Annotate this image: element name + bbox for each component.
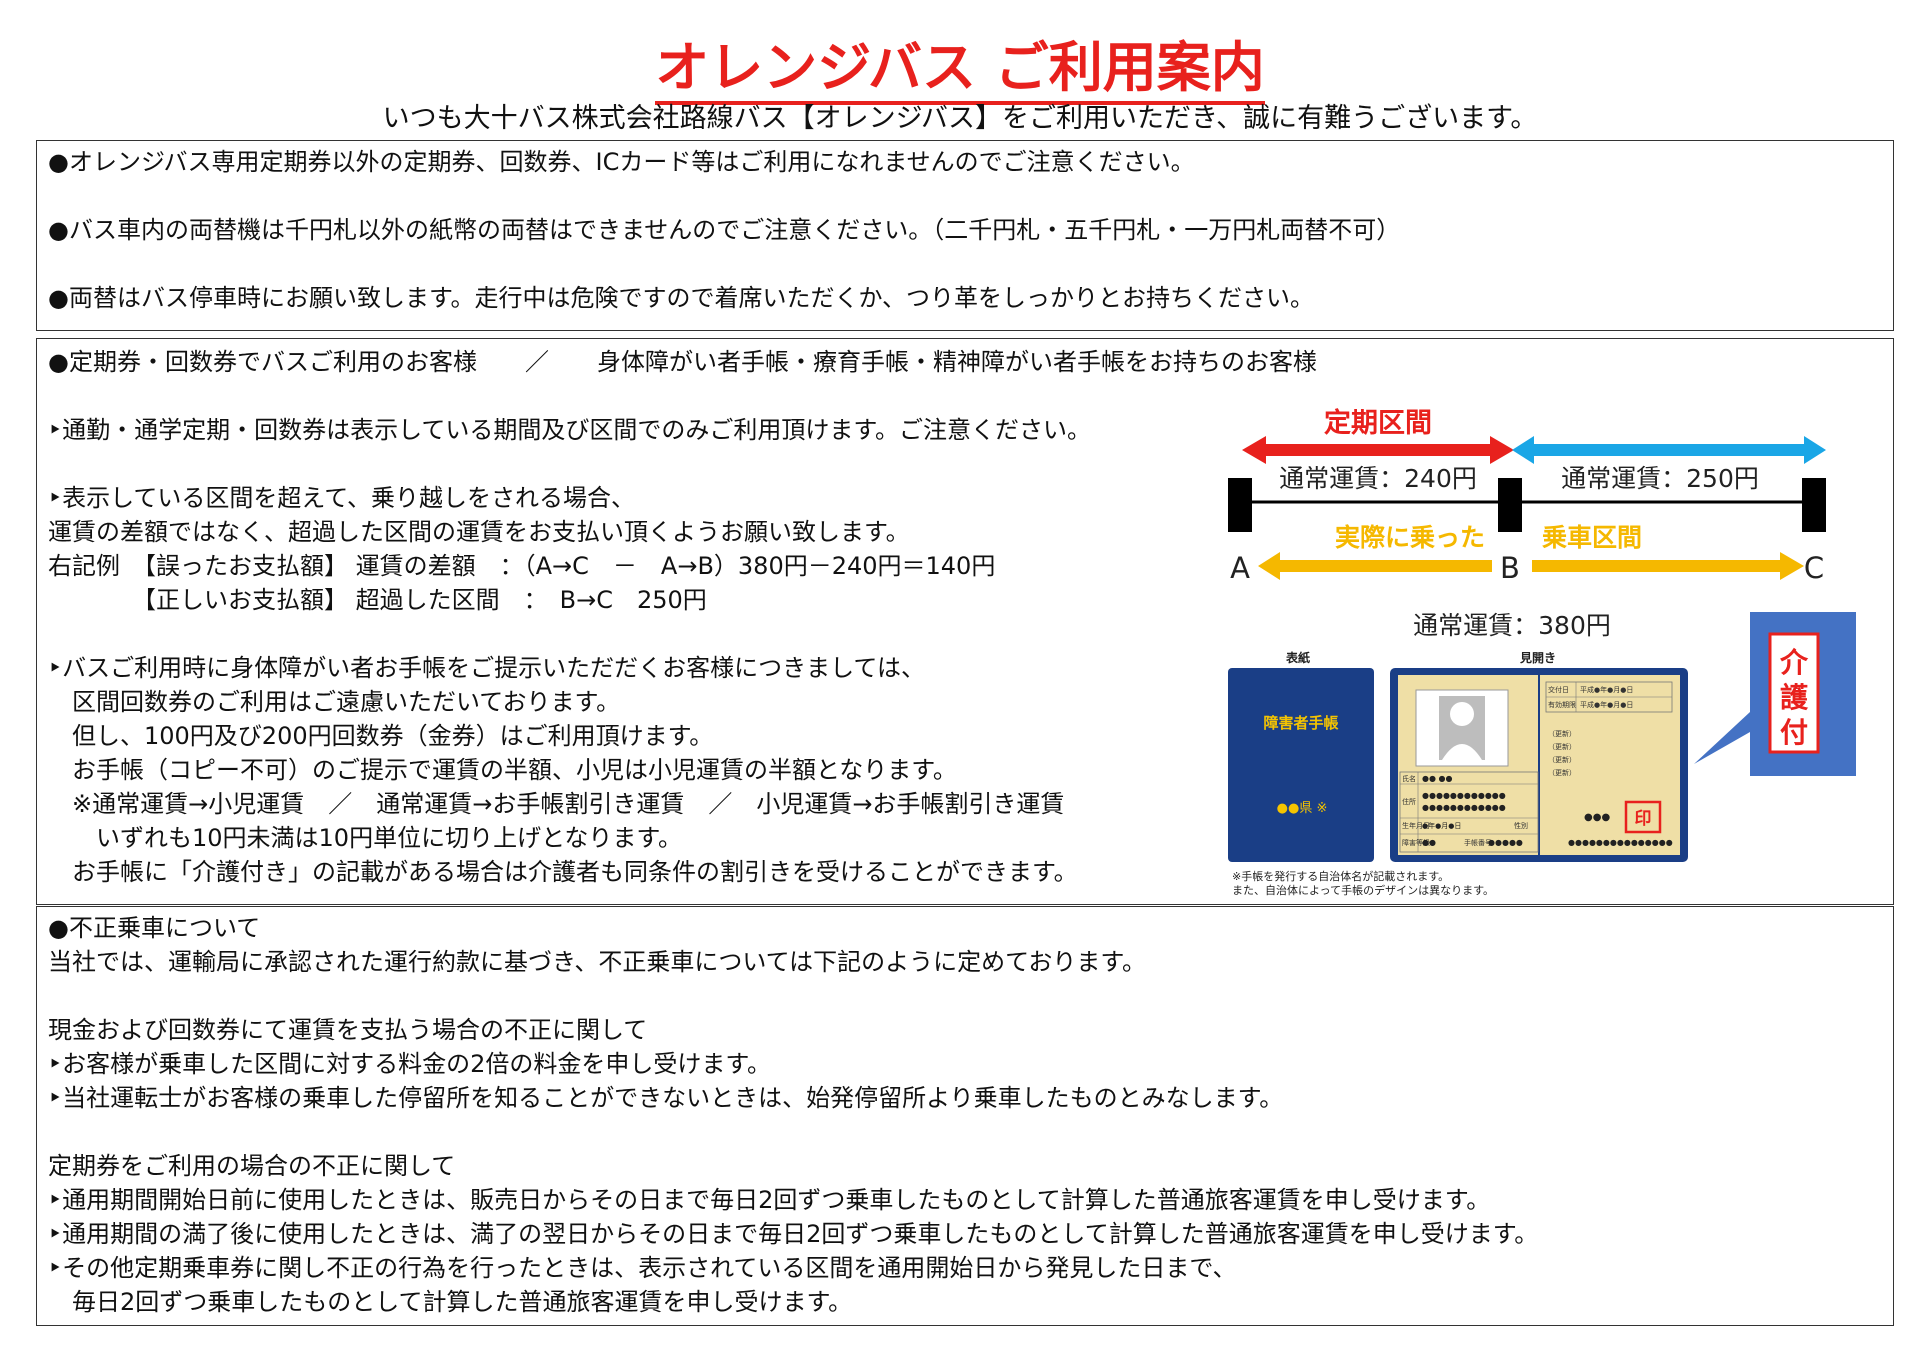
handbook-note-2: また、自治体によって手帳のデザインは異なります。 <box>1232 884 1495 897</box>
stop-c-label: C <box>1804 551 1824 585</box>
pass-line-half: お手帳（コピー不可）のご提示で運賃の半額、小児は小児運賃の半額となります。 <box>48 756 957 784</box>
dots-number: ●●●●● <box>1488 838 1523 847</box>
fare-diagram: 定期区間 通常運賃：240円 通常運賃：250円 実際に乗った 乗車区間 A B… <box>1228 407 1826 640</box>
ride-section-arrow <box>1532 552 1804 580</box>
pass-line-coupon: 但し、100円及び200円回数券（金券）はご利用頂けます。 <box>48 722 714 750</box>
left-fields: 氏名 住所 生年月日 障害等級 性別 手帳番号 ●● ●● ●●●●●●●●●●… <box>1399 771 1539 853</box>
dots-address-1: ●●●●●●●●●●●● <box>1422 791 1506 800</box>
update-4: （更新） <box>1548 768 1576 777</box>
issue-date-value: 平成●年●月●日 <box>1580 685 1633 694</box>
field-name: 氏名 <box>1402 774 1416 783</box>
fraud-pass-heading: 定期券をご利用の場合の不正に関して <box>48 1152 456 1180</box>
notice-line-changer: ●バス車内の両替機は千円札以外の紙幣の両替はできませんのでご注意ください。（二千… <box>48 216 1401 244</box>
fraud-cash-origin: ‣当社運転士がお客様の乗車した停留所を知ることができないときは、始発停留所より乗… <box>48 1084 1284 1112</box>
stop-marker-b <box>1498 478 1522 532</box>
ride-extension-arrow <box>1512 436 1826 464</box>
page-title: オレンジバス ご利用案内 <box>0 36 1920 105</box>
dots-name: ●● ●● <box>1422 774 1452 783</box>
care-label-box <box>1768 632 1820 754</box>
expiry-value: 平成●年●月●日 <box>1580 700 1633 709</box>
fraud-intro: 当社では、運輸局に承認された運行約款に基づき、不正乗車については下記のように定め… <box>48 948 1146 976</box>
pass-line-correct-payment: 【正しいお支払額】 超過した区間 ： B→C 250円 <box>48 586 707 614</box>
care-label-char-1: 介 <box>1779 646 1809 679</box>
fare-ab-label: 通常運賃：240円 <box>1279 464 1477 493</box>
notice-box <box>36 140 1894 331</box>
cover-label: 表紙 <box>1285 650 1310 665</box>
cover-prefecture: ●●県 ※ <box>1277 801 1328 816</box>
stop-marker-a <box>1228 478 1252 532</box>
care-label-char-2: 護 <box>1780 681 1809 714</box>
fraud-heading: ●不正乗車について <box>48 914 261 942</box>
pass-line-overfare: 運賃の差額ではなく、超過した区間の運賃をお支払い頂くようお願い致します。 <box>48 518 910 546</box>
fraud-cash-heading: 現金および回数券にて運賃を支払う場合の不正に関して <box>48 1016 648 1044</box>
handbook-illustration: 表紙 見開き 障害者手帳 ●●県 ※ 氏名 住所 生年月日 障害等級 性別 手帳… <box>1228 612 1856 862</box>
dots-birth: ●年●月●日 <box>1422 821 1461 830</box>
update-3: （更新） <box>1548 755 1576 764</box>
notice-line-safety: ●両替はバス停車時にお願い致します。走行中は危険ですので着席いただくか、つり革を… <box>48 284 1315 312</box>
pass-line-types: ※通常運賃→小児運賃 ／ 通常運賃→お手帳割引き運賃 ／ 小児運賃→お手帳割引き… <box>48 790 1065 818</box>
field-issue-date: 交付日 <box>1548 685 1569 694</box>
fraud-box <box>36 906 1894 1326</box>
handbook-cover <box>1228 668 1374 862</box>
pass-section-label: 定期区間 <box>1324 407 1432 439</box>
field-number: 手帳番号 <box>1464 838 1492 847</box>
stop-b-label: B <box>1500 551 1520 585</box>
person-body-icon <box>1442 744 1482 760</box>
pass-line-valid: ‣通勤・通学定期・回数券は表示している期間及び区間でのみご利用頂けます。ご注意く… <box>48 416 1092 444</box>
field-gender: 性別 <box>1514 821 1528 830</box>
person-head-icon <box>1450 702 1474 726</box>
stop-marker-c <box>1802 478 1826 532</box>
field-grade: 障害等級 <box>1402 838 1430 847</box>
update-1: （更新） <box>1548 729 1576 738</box>
pass-box <box>36 338 1894 905</box>
dots-bottom: ●●●●●●●●●●●●●●● <box>1568 838 1673 847</box>
cover-title: 障害者手帳 <box>1263 714 1338 732</box>
field-birth: 生年月日 <box>1402 821 1430 830</box>
dots-seal-line: ●●● <box>1584 812 1610 823</box>
inside-label: 見開き <box>1519 650 1556 665</box>
pass-line-handbook: ‣バスご利用時に身体障がい者お手帳をご提示いただだくお客様につきましては、 <box>48 654 925 682</box>
field-expiry: 有効期限 <box>1548 700 1576 709</box>
pass-section-arrow <box>1242 436 1514 464</box>
fare-ac-label: 通常運賃：380円 <box>1413 611 1611 640</box>
update-2: （更新） <box>1548 742 1576 751</box>
fraud-pass-before: ‣通用期間開始日前に使用したときは、販売日からその日まで毎日2回ずつ乗車したもの… <box>48 1186 1491 1214</box>
actual-ride-arrow <box>1258 552 1492 580</box>
dots-address-2: ●●●●●●●●●●●● <box>1422 803 1506 812</box>
fraud-pass-other-cont: 毎日2回ずつ乗車したものとして計算した普通旅客運賃を申し受けます。 <box>48 1288 853 1316</box>
handbook-note-1: ※手帳を発行する自治体名が記載されます。 <box>1232 870 1450 883</box>
seal-text: 印 <box>1635 809 1652 829</box>
ride-section-label: 乗車区間 <box>1542 523 1642 552</box>
fraud-cash-double: ‣お客様が乗車した区間に対する料金の2倍の料金を申し受けます。 <box>48 1050 772 1078</box>
fare-bc-label: 通常運賃：250円 <box>1561 464 1759 493</box>
pass-line-override: ‣表示している区間を超えて、乗り越しをされる場合、 <box>48 484 636 512</box>
field-address: 住所 <box>1402 797 1416 806</box>
pass-line-refrain: 区間回数券のご利用はご遠慮いただいております。 <box>48 688 621 716</box>
rode-label: 実際に乗った <box>1335 523 1485 552</box>
pass-line-roundup: いずれも10円未満は10円単位に切り上げとなります。 <box>48 824 682 852</box>
fraud-pass-other: ‣その他定期乗車券に関し不正の行為を行ったときは、表示されている区間を通用開始日… <box>48 1254 1237 1282</box>
right-fields: 交付日 有効期限 平成●年●月●日 平成●年●月●日 （更新） （更新） （更新… <box>1545 681 1673 847</box>
dots-grade: ●● <box>1422 838 1436 847</box>
fraud-pass-after: ‣通用期間の満了後に使用したときは、満了の翌日からその日まで毎日2回ずつ乗車した… <box>48 1220 1539 1248</box>
page-subtitle: いつも大十バス株式会社路線バス【オレンジバス】をご利用いただき、誠に有難うござい… <box>382 103 1538 134</box>
seal-stamp <box>1624 800 1662 834</box>
stop-a-label: A <box>1230 551 1250 585</box>
notice-line-ic: ●オレンジバス専用定期券以外の定期券、回数券、ICカード等はご利用になれませんの… <box>48 148 1195 176</box>
care-label-char-3: 付 <box>1780 716 1808 749</box>
pass-line-wrong-payment: 右記例 【誤ったお支払額】 運賃の差額 ：（A→C － A→B）380円－240… <box>48 552 996 580</box>
pass-heading: ●定期券・回数券でバスご利用のお客様 ／ 身体障がい者手帳・療育手帳・精神障がい… <box>48 348 1317 376</box>
pass-line-care: お手帳に「介護付き」の記載がある場合は介護者も同条件の割引きを受けることができま… <box>48 858 1078 886</box>
